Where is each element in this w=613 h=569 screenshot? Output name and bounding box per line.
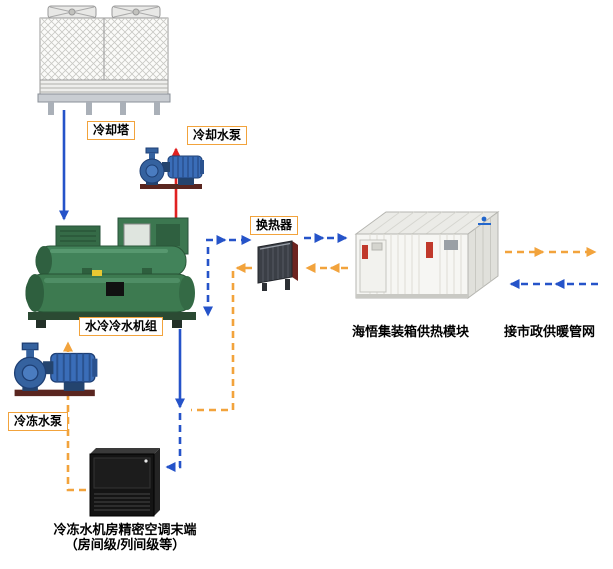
- cooling-pump-icon: [139, 147, 204, 189]
- heat-exchanger-graphic: [254, 233, 302, 293]
- line-hx-return-2: [191, 271, 235, 412]
- caption-ac-terminal: 冷冻水机房精密空调末端 （房间级/列间级等）: [20, 522, 230, 552]
- chiller-icon: [25, 217, 196, 328]
- line-supply-to-ac: [165, 413, 182, 472]
- label-chilled-pump: 冷冻水泵: [8, 412, 69, 431]
- precision-ac-graphic: [84, 446, 162, 520]
- label-chiller: 水冷冷水机组: [79, 317, 164, 336]
- caption-municipal-network: 接市政供暖管网: [504, 324, 596, 339]
- label-cooling-tower: 冷却塔: [87, 121, 136, 140]
- container-module-icon: [354, 211, 500, 299]
- heat-exchanger-icon: [257, 240, 298, 291]
- label-heat-exchanger: 换热器: [250, 216, 299, 235]
- line-ac-return-to-chiller: [63, 341, 86, 492]
- chilled-pump-graphic: [12, 338, 100, 400]
- precision-ac-icon: [89, 448, 160, 517]
- caption-ac-terminal-line1: 冷冻水机房精密空调末端: [53, 522, 197, 537]
- caption-container-module: 海悟集装箱供热模块: [352, 324, 470, 339]
- cooling-tower-icon: [37, 5, 171, 115]
- label-cooling-pump: 冷却水泵: [187, 126, 248, 145]
- chilled-pump-icon: [13, 342, 98, 397]
- cooling-pump-graphic: [138, 144, 206, 192]
- container-module-graphic: [348, 202, 503, 310]
- cooling-tower-graphic: [34, 4, 174, 116]
- chiller-graphic: [22, 212, 202, 330]
- caption-ac-terminal-line2: （房间级/列间级等）: [64, 537, 186, 552]
